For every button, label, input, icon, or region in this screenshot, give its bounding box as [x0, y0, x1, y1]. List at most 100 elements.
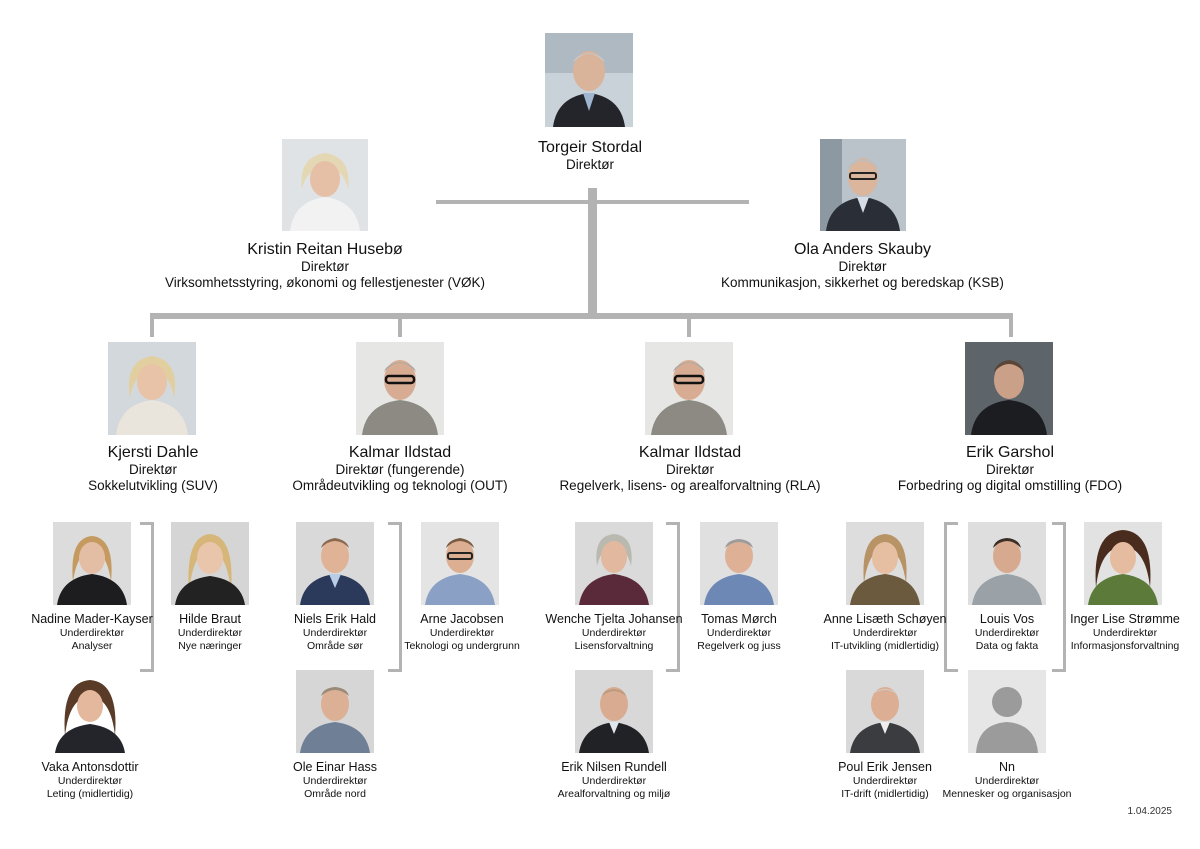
person-department: Område nord — [304, 787, 366, 800]
person-title: Underdirektør — [1092, 627, 1158, 639]
person-department: Nye næringer — [178, 639, 242, 652]
person-name: Kjersti Dahle — [107, 444, 199, 461]
person-title: Underdirektør — [581, 627, 647, 639]
person-title: Direktør — [566, 157, 614, 173]
bracket-rla — [677, 522, 680, 672]
person-sub-omrade-nord: Ole Einar Hass Underdirektør Område nord — [275, 760, 395, 800]
photo-louis-vos — [968, 522, 1046, 605]
person-department: Data og fakta — [975, 639, 1039, 652]
connector-drop-2 — [398, 313, 402, 337]
photo-anne-lisaeth-schoyen — [846, 522, 924, 605]
person-sub-leting: Vaka Antonsdottir Underdirektør Leting (… — [20, 760, 160, 800]
photo-ola-anders-skauby — [820, 139, 906, 231]
photo-arne-jacobsen — [421, 522, 499, 605]
connector-staff-horizontal — [436, 200, 749, 204]
person-title: Underdirektør — [177, 627, 243, 639]
bracket-suv — [151, 522, 154, 672]
person-department: Mennesker og organisasjon — [942, 787, 1072, 800]
person-name: Louis Vos — [979, 612, 1035, 626]
person-sub-arealforvaltning: Erik Nilsen Rundell Underdirektør Arealf… — [544, 760, 684, 800]
person-title: Direktør — [838, 259, 887, 275]
person-department: Kommunikasjon, sikkerhet og beredskap (K… — [721, 275, 1004, 291]
person-title: Direktør — [301, 259, 349, 275]
person-title: Direktør — [986, 462, 1034, 478]
person-department: Leting (midlertidig) — [46, 787, 134, 800]
person-sub-nye-naeringer: Hilde Braut Underdirektør Nye næringer — [150, 612, 270, 652]
person-director-suv: Kjersti Dahle Direktør Sokkelutvikling (… — [40, 443, 266, 495]
person-name: Erik Garshol — [965, 444, 1055, 461]
photo-nadine-mader-kayser — [53, 522, 131, 605]
person-staff-right: Ola Anders Skauby Direktør Kommunikasjon… — [680, 240, 1045, 292]
photo-tomas-morch — [700, 522, 778, 605]
person-name: Ole Einar Hass — [292, 760, 378, 774]
connector-drop-3 — [687, 313, 691, 337]
person-title: Underdirektør — [581, 775, 647, 787]
connector-drop-4 — [1009, 313, 1013, 337]
person-sub-lisensforvaltning: Wenche Tjelta Johansen Underdirektør Lis… — [544, 612, 684, 652]
person-title: Direktør (fungerende) — [335, 462, 465, 478]
connector-drop-1 — [150, 313, 154, 337]
person-sub-analyser: Nadine Mader-Kayser Underdirektør Analys… — [22, 612, 162, 652]
person-director-out: Kalmar Ildstad Direktør (fungerende) Omr… — [270, 443, 530, 495]
photo-ole-einar-hass — [296, 670, 374, 753]
person-department: Virksomhetsstyring, økonomi og fellestje… — [164, 275, 486, 291]
photo-wenche-tjelta-johansen — [575, 522, 653, 605]
photo-kjersti-dahle — [108, 342, 196, 435]
person-department: Sokkelutvikling (SUV) — [88, 478, 218, 494]
person-sub-regelverk: Tomas Mørch Underdirektør Regelverk og j… — [679, 612, 799, 652]
person-department: Analyser — [71, 639, 113, 652]
person-name: Kristin Reitan Husebø — [247, 241, 403, 258]
person-title: Underdirektør — [852, 627, 918, 639]
person-staff-left: Kristin Reitan Husebø Direktør Virksomhe… — [120, 240, 530, 292]
person-name: Nn — [999, 760, 1015, 774]
person-name: Anne Lisæth Schøyen — [823, 612, 947, 626]
person-title: Underdirektør — [429, 627, 495, 639]
person-name: Poul Erik Jensen — [838, 760, 932, 774]
person-title: Underdirektør — [57, 775, 123, 787]
person-title: Underdirektør — [59, 627, 125, 639]
photo-erik-nilsen-rundell — [575, 670, 653, 753]
person-title: Underdirektør — [302, 627, 368, 639]
photo-poul-erik-jensen — [846, 670, 924, 753]
person-title: Underdirektør — [706, 627, 772, 639]
person-department: Lisensforvaltning — [574, 639, 654, 652]
person-name: Ola Anders Skauby — [794, 241, 931, 258]
person-director-rla: Kalmar Ildstad Direktør Regelverk, lisen… — [540, 443, 840, 495]
person-sub-teknologi: Arne Jacobsen Underdirektør Teknologi og… — [400, 612, 524, 652]
person-name: Wenche Tjelta Johansen — [545, 612, 683, 626]
person-department: Områdeutvikling og teknologi (OUT) — [292, 478, 508, 494]
photo-vaka-antonsdottir — [51, 670, 129, 753]
person-sub-informasjonsforvaltning: Inger Lise Strømme Underdirektør Informa… — [1063, 612, 1187, 652]
person-title: Underdirektør — [974, 775, 1040, 787]
photo-torgeir-stordal — [545, 33, 633, 127]
person-department: Teknologi og undergrunn — [404, 639, 520, 652]
bracket-fdo-right — [1063, 522, 1066, 672]
person-name: Nadine Mader-Kayser — [31, 612, 153, 626]
person-title: Underdirektør — [302, 775, 368, 787]
person-sub-omrade-sor: Niels Erik Hald Underdirektør Område sør — [275, 612, 395, 652]
person-name: Erik Nilsen Rundell — [561, 760, 667, 774]
photo-inger-lise-stromme — [1084, 522, 1162, 605]
person-sub-it-utvikling: Anne Lisæth Schøyen Underdirektør IT-utv… — [815, 612, 955, 652]
photo-erik-garshol — [965, 342, 1053, 435]
photo-hilde-braut — [171, 522, 249, 605]
photo-kristin-reitan-husebo — [282, 139, 368, 231]
person-sub-data-og-fakta: Louis Vos Underdirektør Data og fakta — [952, 612, 1062, 652]
person-title: Direktør — [129, 462, 177, 478]
person-name: Kalmar Ildstad — [638, 444, 742, 461]
photo-niels-erik-hald — [296, 522, 374, 605]
person-title: Underdirektør — [852, 775, 918, 787]
person-name: Arne Jacobsen — [420, 612, 504, 626]
person-sub-it-drift: Poul Erik Jensen Underdirektør IT-drift … — [815, 760, 955, 800]
photo-kalmar-ildstad-rla — [645, 342, 733, 435]
person-name: Inger Lise Strømme — [1070, 612, 1180, 626]
person-department: Område sør — [306, 639, 363, 652]
connector-directors-horizontal — [150, 313, 1013, 319]
person-department: Regelverk, lisens- og arealforvaltning (… — [559, 478, 821, 494]
person-name: Kalmar Ildstad — [348, 444, 452, 461]
person-name: Vaka Antonsdottir — [41, 760, 139, 774]
person-department: Informasjonsforvaltning — [1070, 639, 1180, 652]
person-sub-mennesker: Nn Underdirektør Mennesker og organisasj… — [937, 760, 1077, 800]
person-department: Arealforvaltning og miljø — [557, 787, 671, 800]
person-department: IT-drift (midlertidig) — [841, 787, 929, 800]
